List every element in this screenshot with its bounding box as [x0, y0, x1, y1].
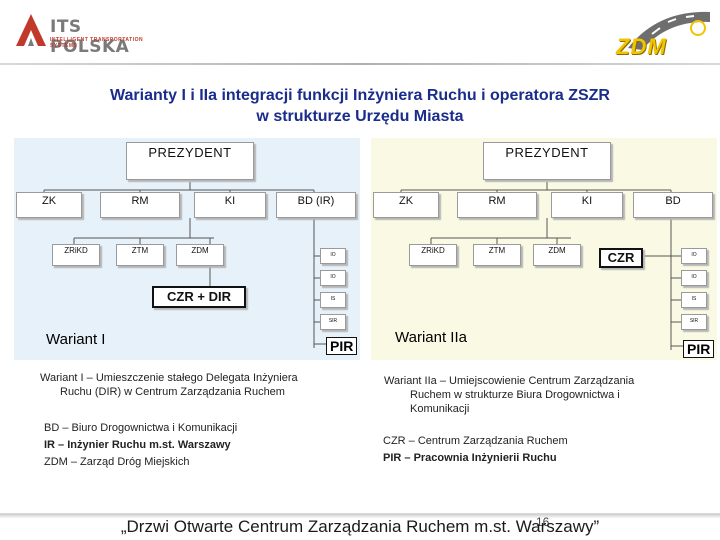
footer-bar — [0, 510, 720, 540]
node-prezydent-2: PREZYDENT — [483, 142, 611, 180]
node-bd-ir-label: BD (IR) — [297, 195, 335, 207]
node-zrikd: ZRiKD — [52, 244, 100, 266]
node-ki-2: KI — [551, 192, 623, 218]
abbr-ir: IR – Inżynier Ruchu m.st. Warszawy — [44, 439, 231, 451]
zdm-road-icon — [628, 11, 710, 50]
org-chart-variant-2a: PREZYDENT ZK RM KI BD ZRiKD ZTM ZDM CZR … — [371, 138, 717, 360]
node-side-2-3: IS — [681, 292, 707, 308]
variant-2a-label: Wariant IIa — [395, 329, 467, 346]
its-logo-icon — [16, 14, 46, 46]
abbreviations-left: BD – Biuro Drogownictwa i Komunikacji IR… — [44, 420, 344, 471]
node-rm-2-label: RM — [488, 195, 506, 207]
node-ki-2-label: KI — [581, 195, 593, 207]
node-zdm-2-label: ZDM — [548, 246, 566, 255]
variant-1-desc-line-2: Ruchu (DIR) w Centrum Zarządzania Ruchem — [60, 386, 285, 398]
node-ki: KI — [194, 192, 266, 218]
abbr-pir: PIR – Pracownia Inżynierii Ruchu — [383, 452, 557, 464]
node-side-3-label: IS — [330, 296, 336, 302]
variant-2a-desc-line-2: Ruchem w strukturze Biura Drogownictwa i — [410, 389, 620, 401]
node-ztm: ZTM — [116, 244, 164, 266]
zdm-logo-text: ZDM — [616, 34, 667, 59]
node-side-2-1: IO — [681, 248, 707, 264]
node-rm-2: RM — [457, 192, 537, 218]
abbr-bd: BD – Biuro Drogownictwa i Komunikacji — [44, 422, 238, 434]
page-number: 16 — [536, 515, 550, 529]
node-side-2-4-label: SIR — [689, 318, 699, 324]
variant-2a-description: Wariant IIa – Umiejscowienie Centrum Zar… — [384, 374, 684, 416]
variant-1-label: Wariant I — [46, 331, 106, 348]
node-ztm-2-label: ZTM — [488, 246, 506, 255]
node-bd-2-label: BD — [665, 195, 681, 207]
node-pir: PIR — [326, 337, 358, 355]
node-ztm-label: ZTM — [131, 246, 149, 255]
node-pir-2: PIR — [683, 340, 715, 358]
org-chart-connectors — [43, 182, 326, 348]
node-zk-2-label: ZK — [398, 195, 414, 207]
org-chart-connectors-2 — [400, 182, 683, 350]
abbreviations-right: CZR – Centrum Zarządzania Ruchem PIR – P… — [383, 433, 703, 467]
node-side-2-label: IO — [330, 274, 336, 280]
node-czr-label: CZR — [607, 250, 635, 265]
node-bd-2: BD — [633, 192, 713, 218]
node-zrikd-2: ZRiKD — [409, 244, 457, 266]
footer-text: „Drzwi Otwarte Centrum Zarządzania Ruche… — [120, 517, 600, 536]
node-czr: CZR — [599, 248, 643, 268]
node-czr-dir: CZR + DIR — [152, 286, 246, 308]
variant-1-description: Wariant I – Umieszczenie stałego Delegat… — [40, 371, 340, 399]
node-rm: RM — [100, 192, 180, 218]
node-side-2: IO — [320, 270, 346, 286]
node-prezydent: PREZYDENT — [126, 142, 254, 180]
variant-2a-desc-line-3: Komunikacji — [410, 403, 470, 415]
node-side-2-4: SIR — [681, 314, 707, 330]
node-side-1-label: IO — [330, 252, 336, 258]
node-bd-ir: BD (IR) — [276, 192, 356, 218]
node-side-2-1-label: IO — [691, 252, 697, 258]
node-czr-dir-label: CZR + DIR — [167, 289, 231, 304]
its-logo-subtitle: INTELLIGENT TRANSPORTATION SYSTEMS — [50, 37, 144, 49]
node-pir-2-label: PIR — [687, 341, 711, 357]
its-logo-name: ITS POLSKA — [50, 17, 130, 57]
abbr-zdm: ZDM – Zarząd Dróg Miejskich — [44, 456, 190, 468]
node-zk: ZK — [16, 192, 82, 218]
node-side-3: IS — [320, 292, 346, 308]
node-side-2-2-label: IO — [691, 274, 697, 280]
node-side-4-label: SIR — [328, 318, 338, 324]
node-zk-label: ZK — [41, 195, 57, 207]
node-ztm-2: ZTM — [473, 244, 521, 266]
zdm-logo: ZDM — [608, 8, 712, 59]
node-zdm-2: ZDM — [533, 244, 581, 266]
variant-1-desc-line-1: Wariant I – Umieszczenie stałego Delegat… — [40, 372, 298, 384]
node-side-4: SIR — [320, 314, 346, 330]
slide-title: Warianty I i IIa integracji funkcji Inży… — [20, 85, 700, 127]
its-polska-logo: ITS POLSKA INTELLIGENT TRANSPORTATION SY… — [14, 12, 144, 57]
node-zdm-label: ZDM — [191, 246, 209, 255]
node-side-1: IO — [320, 248, 346, 264]
node-zrikd-2-label: ZRiKD — [421, 246, 445, 255]
node-rm-label: RM — [131, 195, 149, 207]
node-pir-label: PIR — [330, 338, 354, 354]
abbr-czr: CZR – Centrum Zarządzania Ruchem — [383, 435, 568, 447]
org-chart-variant-1: PREZYDENT ZK RM KI BD (IR) ZRiKD ZTM ZDM… — [14, 138, 360, 360]
node-zdm: ZDM — [176, 244, 224, 266]
title-line-2: w strukturze Urzędu Miasta — [256, 108, 464, 125]
node-prezydent-label: PREZYDENT — [148, 145, 232, 160]
title-line-1: Warianty I i IIa integracji funkcji Inży… — [110, 87, 610, 104]
node-side-2-3-label: IS — [691, 296, 697, 302]
node-ki-label: KI — [224, 195, 236, 207]
node-prezydent-2-label: PREZYDENT — [505, 145, 589, 160]
node-zk-2: ZK — [373, 192, 439, 218]
header-divider — [0, 63, 720, 65]
variant-2a-desc-line-1: Wariant IIa – Umiejscowienie Centrum Zar… — [384, 375, 635, 387]
node-side-2-2: IO — [681, 270, 707, 286]
node-zrikd-label: ZRiKD — [64, 246, 88, 255]
